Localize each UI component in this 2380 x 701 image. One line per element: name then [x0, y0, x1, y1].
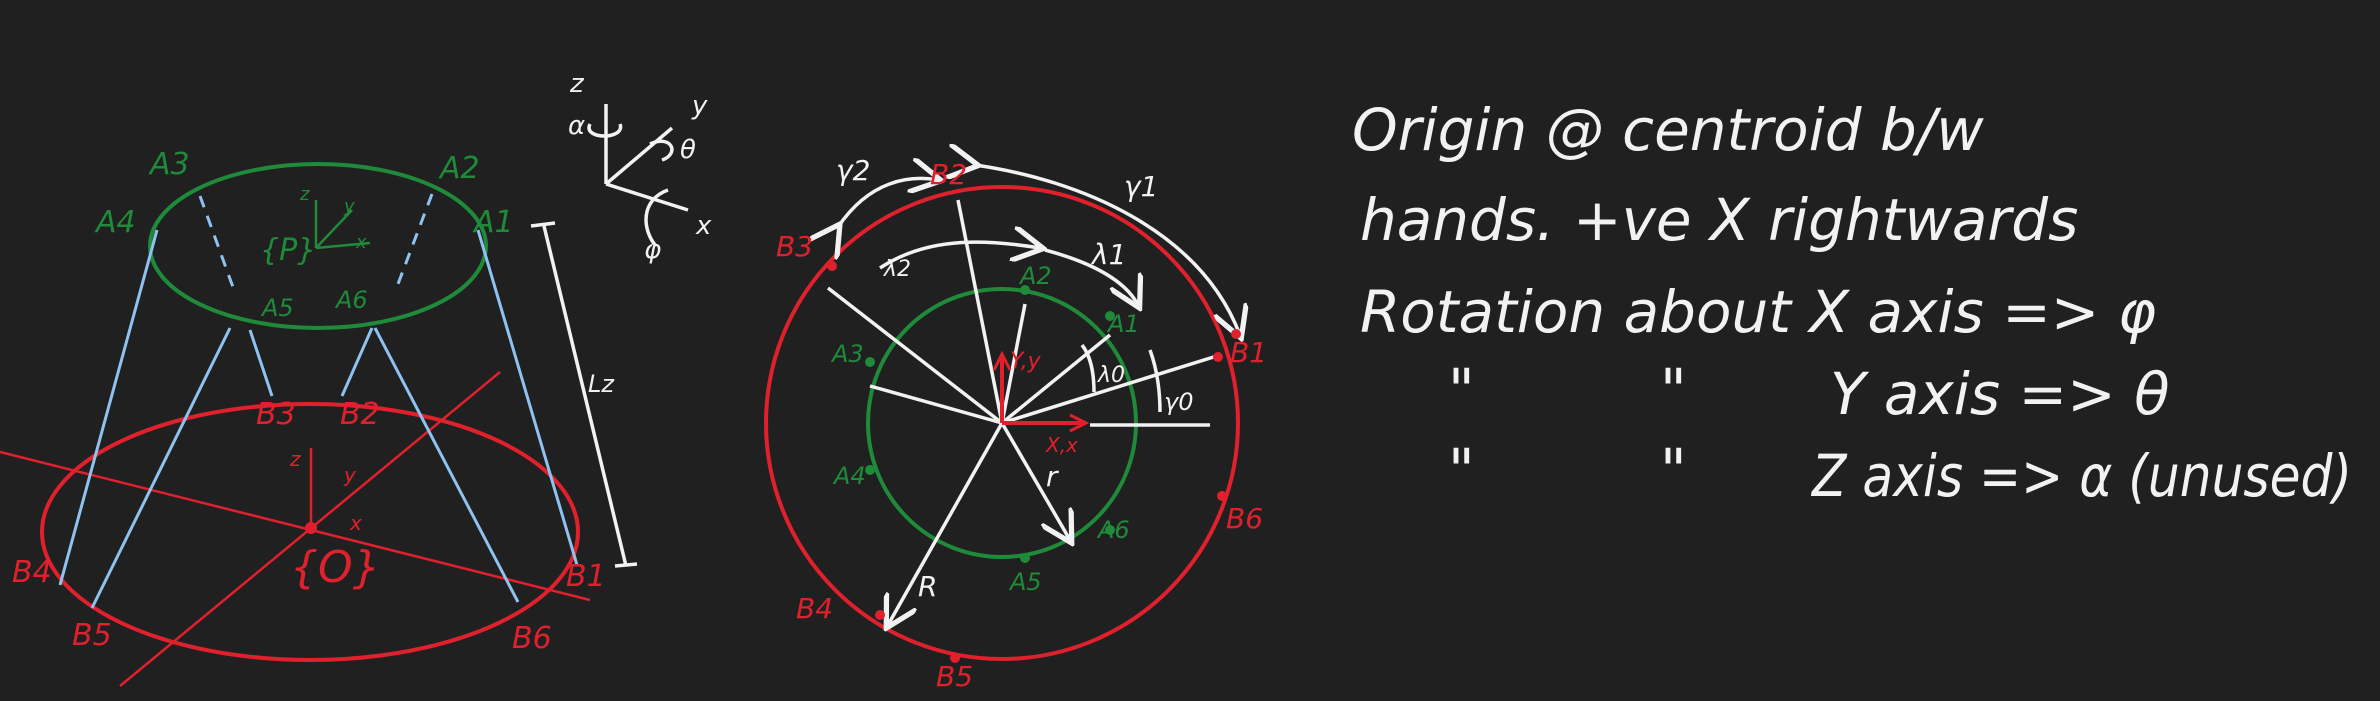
rotation-x-label: x [695, 211, 712, 241]
note-line-4-ditto-1: " [1448, 356, 1475, 424]
rotation-y-label: y [691, 91, 708, 121]
base-line-1 [0, 450, 591, 602]
label-a3: A3 [830, 340, 864, 368]
point-label-b5: B5 [72, 618, 112, 653]
label-a6: A6 [1096, 516, 1130, 544]
length-bar [542, 225, 628, 567]
label-lambda2: λ2 [883, 257, 911, 282]
label-a2: A2 [1018, 262, 1052, 290]
base-axis-x-label: x [349, 511, 362, 535]
top-ellipse [148, 162, 488, 330]
note-line-5-ditto-2: " [1660, 436, 1687, 504]
note-line-4: Y axis => θ [1830, 360, 2170, 428]
top-axis-y-label: y [343, 196, 355, 217]
label-a1: A1 [1106, 310, 1140, 338]
platform-3d-diagram: A3 A2 A4 A1 A5 A6 {P} z y x B3 B2 B4 B1 … [0, 147, 638, 687]
point-label-a4: A4 [94, 205, 136, 240]
top-view-diagram: B2 B3 B1 B6 B4 B5 A2 A1 A3 A4 A6 A5 γ2 γ… [764, 154, 1267, 693]
label-a5: A5 [1008, 568, 1042, 596]
note-line-5-ditto-1: " [1448, 436, 1475, 504]
label-gamma0: γ0 [1164, 388, 1193, 416]
notes-block: Origin @ centroid b/w hands. +ve X right… [1352, 96, 2352, 510]
note-line-5: Z axis => α (unused) [1810, 442, 2352, 510]
label-lambda0: λ0 [1097, 363, 1125, 388]
top-axis-x-label: x [355, 232, 367, 253]
label-gamma2: γ2 [836, 154, 870, 187]
label-r-outer: R [918, 570, 937, 603]
label-b3: B3 [776, 230, 813, 263]
point-label-b2: B2 [340, 397, 380, 432]
point-label-b3: B3 [256, 397, 296, 432]
note-line-4-ditto-2: " [1660, 356, 1687, 424]
base-origin-dot [305, 522, 317, 534]
point-label-b1: B1 [566, 559, 606, 594]
label-y-axis: Y,y [1010, 349, 1042, 374]
hidden-edge-right [393, 193, 434, 293]
legs [58, 229, 579, 609]
label-x-axis: X,x [1045, 433, 1078, 457]
base-frame-label: {O} [290, 542, 381, 593]
label-b1: B1 [1230, 336, 1267, 369]
length-label: Lz [588, 370, 615, 398]
label-b2: B2 [930, 158, 967, 191]
hidden-edge-left [198, 195, 236, 291]
label-b4: B4 [796, 592, 833, 625]
rotation-alpha-label: α [568, 111, 585, 141]
point-label-a5: A5 [260, 294, 294, 322]
rotation-axes-sketch [587, 104, 689, 248]
point-label-a6: A6 [334, 286, 368, 314]
point-label-a1: A1 [472, 205, 514, 240]
point-label-a3: A3 [148, 147, 190, 182]
label-lambda1: λ1 [1090, 238, 1126, 271]
label-b6: B6 [1226, 502, 1263, 535]
base-axis-z-label: z [289, 447, 301, 471]
top-axis-z-label: z [299, 184, 310, 205]
point-label-b4: B4 [12, 555, 52, 590]
base-axis-y-label: y [343, 463, 357, 487]
rotation-theta-label: θ [680, 135, 696, 165]
note-line-2: hands. +ve X rightwards [1360, 186, 2078, 254]
top-frame-label: {P} [260, 233, 316, 268]
point-label-b6: B6 [512, 621, 552, 656]
label-a4: A4 [832, 462, 866, 490]
top-axis-x [315, 241, 371, 250]
point-label-a2: A2 [438, 151, 480, 186]
label-gamma1: γ1 [1124, 170, 1158, 203]
note-line-3: Rotation about X axis => φ [1360, 278, 2156, 346]
top-axis-y [315, 209, 353, 249]
label-r-inner: r [1046, 460, 1059, 493]
base-ellipse [40, 402, 580, 662]
label-b5: B5 [936, 660, 973, 693]
note-line-1: Origin @ centroid b/w [1352, 96, 1984, 164]
rotation-z-label: z [569, 69, 585, 99]
rotation-phi-label: φ [644, 235, 661, 265]
